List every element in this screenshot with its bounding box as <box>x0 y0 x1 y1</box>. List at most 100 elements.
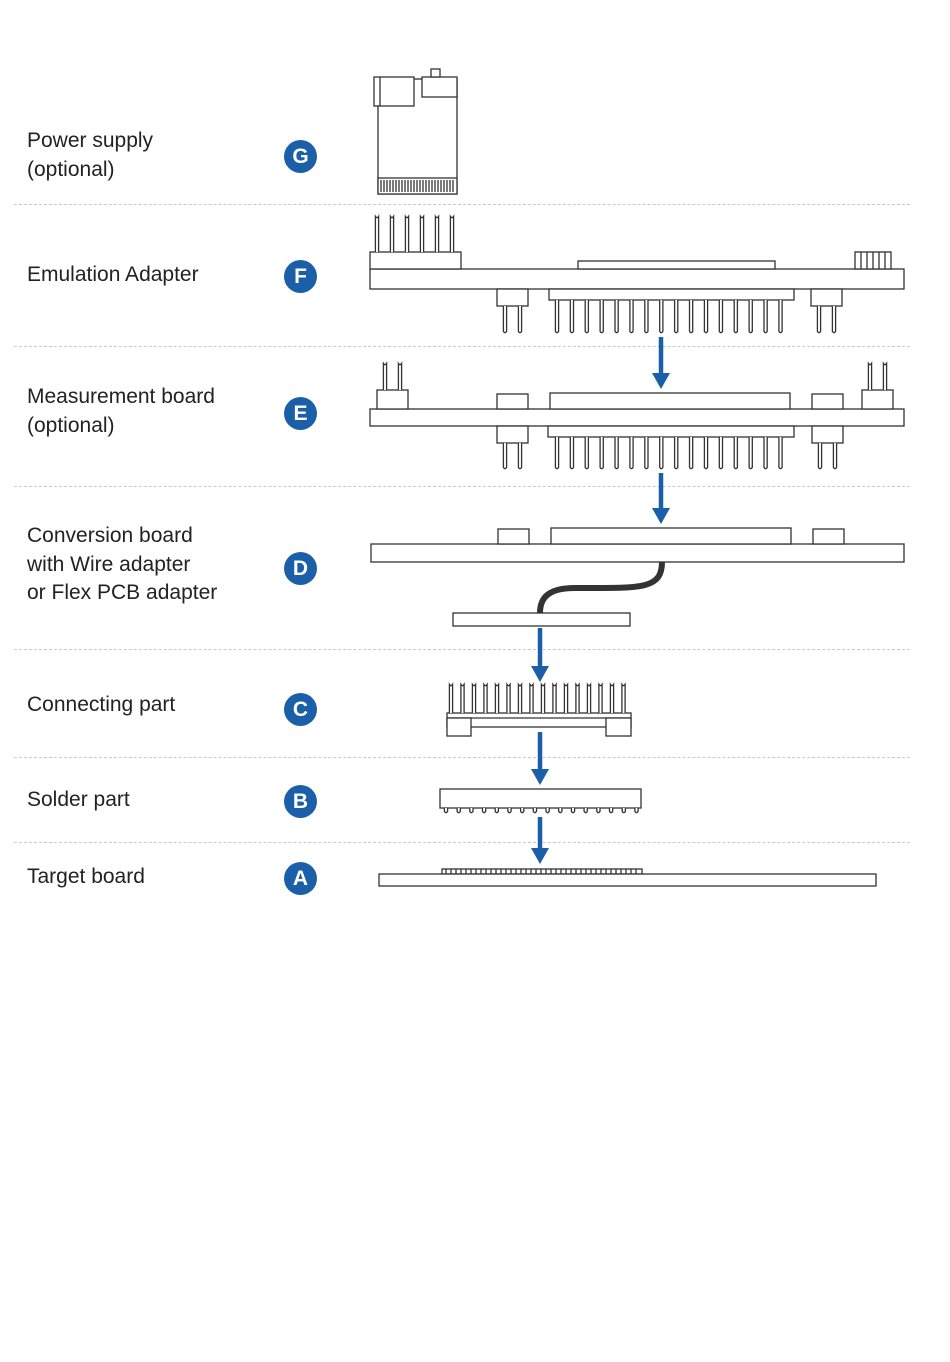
connecting-part-pin <box>587 684 590 713</box>
measurement-board-left-header-pin <box>398 363 401 390</box>
solder-part-pin <box>584 808 587 813</box>
solder-part-pin <box>508 808 511 813</box>
connecting-part-pin <box>484 684 487 713</box>
arrow-e-to-d <box>652 473 670 524</box>
emulation-adapter-header-pin <box>405 216 408 252</box>
measurement-board-top-connector <box>550 393 790 409</box>
arrow-b-to-a <box>531 817 549 864</box>
measurement-board-right-header-pin <box>883 363 886 390</box>
measurement-board-right-post-pin <box>818 443 821 469</box>
emulation-adapter-header-base <box>370 252 461 269</box>
emulation-adapter-header-pin <box>435 216 438 252</box>
connecting-part-pin <box>449 684 452 713</box>
connecting-part <box>447 684 631 736</box>
measurement-board-bottom-pin <box>645 437 648 469</box>
connecting-part-pin <box>599 684 602 713</box>
emulation-adapter-left-post <box>497 289 528 306</box>
solder-part-pin <box>622 808 625 813</box>
solder-part-pin <box>457 808 460 813</box>
power-supply-switch-knob <box>431 69 440 77</box>
measurement-board-bottom-pin <box>764 437 767 469</box>
solder-part-body <box>440 789 641 808</box>
measurement-board-left-post-pin <box>503 443 506 469</box>
conversion-board-right-socket <box>813 529 844 544</box>
solder-part <box>440 789 641 813</box>
emulation-adapter-right-post-pin <box>817 306 820 333</box>
measurement-board-bottom-pin <box>675 437 678 469</box>
solder-part-pin <box>444 808 447 813</box>
solder-part-pin <box>470 808 473 813</box>
measurement-board-bottom-pin <box>749 437 752 469</box>
measurement-board-right-header-pin <box>868 363 871 390</box>
connecting-part-pin <box>541 684 544 713</box>
arrow-d-to-c <box>531 628 549 682</box>
solder-part-pin <box>635 808 638 813</box>
emulation-adapter-header-pin <box>375 216 378 252</box>
solder-part-pin <box>495 808 498 813</box>
arrow-c-to-b <box>531 732 549 785</box>
emulation-adapter-right-post-pin <box>832 306 835 333</box>
measurement-board <box>370 363 904 468</box>
connecting-part-right-foot <box>606 718 631 736</box>
connecting-part-pin <box>461 684 464 713</box>
measurement-board-right-header <box>862 390 893 409</box>
target-board-pcb <box>379 874 876 886</box>
flex-pcb-adapter <box>453 613 630 626</box>
measurement-board-bottom-pin <box>660 437 663 469</box>
connecting-part-pin <box>472 684 475 713</box>
measurement-board-bottom-pin <box>734 437 737 469</box>
emulation-adapter-bottom-pin <box>764 300 767 333</box>
connecting-part-pin <box>495 684 498 713</box>
connecting-part-left-foot <box>447 718 471 736</box>
power-supply-switch-base <box>422 77 457 97</box>
emulation-adapter-right-post <box>811 289 842 306</box>
conversion-board-cable <box>540 562 662 613</box>
conversion-board <box>371 528 904 626</box>
solder-part-pin <box>597 808 600 813</box>
measurement-board-bottom-pin <box>570 437 573 469</box>
measurement-board-bottom-pin <box>600 437 603 469</box>
emulation-adapter-bottom-pin <box>704 300 707 333</box>
emulation-adapter-left-post-pin <box>518 306 521 333</box>
solder-part-pin <box>483 808 486 813</box>
measurement-board-left-socket <box>497 394 528 409</box>
emulation-adapter-top-connector <box>578 261 775 269</box>
arrow-head <box>652 508 670 524</box>
measurement-board-left-header-pin <box>383 363 386 390</box>
solder-part-pin <box>546 808 549 813</box>
arrow-head <box>652 373 670 389</box>
solder-part-pin <box>610 808 613 813</box>
arrow-head <box>531 848 549 864</box>
measurement-board-right-post-pin <box>833 443 836 469</box>
emulation-adapter-bottom-pin <box>600 300 603 333</box>
emulation-adapter-bottom-pin <box>570 300 573 333</box>
arrow-f-to-e <box>652 337 670 389</box>
emulation-adapter-bottom-connector <box>549 289 794 300</box>
connecting-part-pin <box>610 684 613 713</box>
measurement-board-right-post <box>812 426 843 443</box>
connecting-part-pin <box>507 684 510 713</box>
solder-part-pin <box>533 808 536 813</box>
measurement-board-bottom-pin <box>704 437 707 469</box>
measurement-board-pcb <box>370 409 904 426</box>
emulation-adapter-bottom-pin <box>630 300 633 333</box>
measurement-board-bottom-connector <box>548 426 794 437</box>
measurement-board-bottom-pin <box>615 437 618 469</box>
measurement-board-bottom-pin <box>719 437 722 469</box>
measurement-board-bottom-pin <box>555 437 558 469</box>
measurement-board-right-socket <box>812 394 843 409</box>
connecting-part-pin <box>553 684 556 713</box>
emulation-adapter-bottom-pin <box>645 300 648 333</box>
measurement-board-bottom-pin <box>690 437 693 469</box>
emulation-adapter-bottom-pin <box>585 300 588 333</box>
arrow-head <box>531 769 549 785</box>
target-board-footprint <box>442 869 642 874</box>
emulation-adapter-header-pin <box>420 216 423 252</box>
emulation-adapter-bottom-pin <box>719 300 722 333</box>
conversion-board-connector <box>551 528 791 544</box>
measurement-board-left-header <box>377 390 408 409</box>
connecting-part-pin <box>564 684 567 713</box>
connecting-part-pin <box>576 684 579 713</box>
emulation-adapter-bottom-pin <box>615 300 618 333</box>
solder-part-pin <box>559 808 562 813</box>
